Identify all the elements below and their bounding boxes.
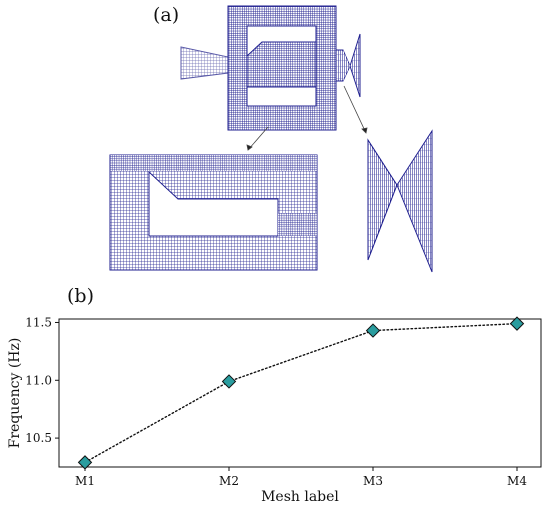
- plot-frame: [58, 318, 542, 468]
- y-axis-label: Frequency (Hz): [7, 338, 23, 449]
- data-point-marker: [509, 316, 525, 331]
- y-tick-label: 11.0: [25, 373, 52, 387]
- x-tick-label: M3: [363, 474, 383, 488]
- mesh-detail-frame: [109, 154, 318, 271]
- data-point-marker: [221, 374, 237, 389]
- y-tick-label: 11.5: [25, 315, 52, 329]
- full-mesh: [180, 5, 361, 131]
- mesh-figure: [109, 5, 433, 273]
- x-tick-label: M4: [507, 474, 527, 488]
- x-tick-label: M1: [75, 474, 95, 488]
- x-axis-label: Mesh label: [261, 489, 339, 505]
- callout-arrows: [246, 85, 368, 151]
- data-point-marker: [77, 455, 93, 470]
- y-tick-label: 10.5: [25, 431, 52, 445]
- panel-label-b: (b): [67, 285, 94, 307]
- panel-label-a: (a): [153, 4, 180, 26]
- x-tick-label: M2: [219, 474, 239, 488]
- series-line: [84, 322, 518, 464]
- mesh-detail-outlet: [367, 129, 433, 273]
- data-point-marker: [365, 323, 381, 338]
